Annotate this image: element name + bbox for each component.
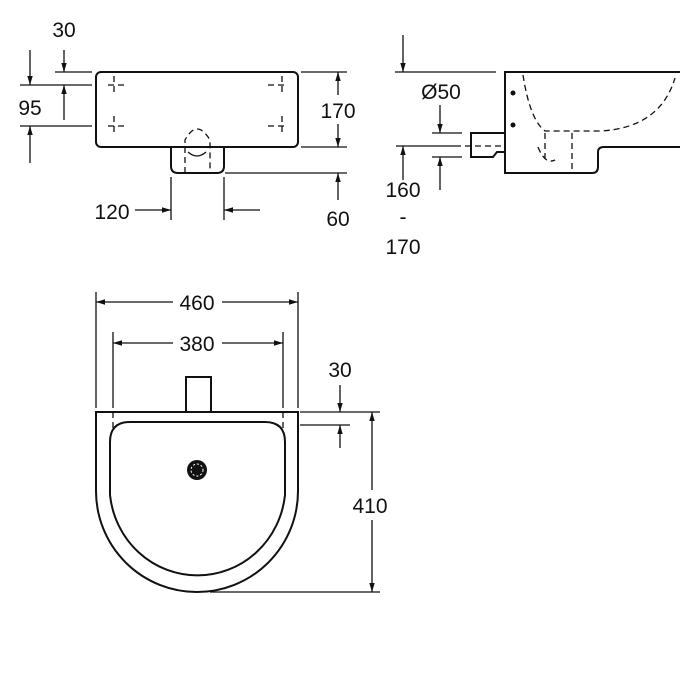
drain-icon [187,460,207,480]
front-view: 460 380 30 410 [95,292,388,593]
dim-380-label: 380 [179,333,214,356]
dim-30-front-label: 30 [328,359,351,382]
waste-pipe [470,132,505,158]
tap-fitting [185,376,212,413]
drain-housing [170,147,225,174]
height-min-label: 160 [385,179,420,202]
dim-30-label: 30 [52,19,75,42]
dim-95-label: 95 [18,97,41,120]
basin-side-outline [504,71,680,174]
dim-460-label: 460 [179,292,214,315]
drain-hidden [184,128,211,173]
bowl-inner [109,421,286,577]
dim-410-label: 410 [352,495,387,518]
bowl-hidden [522,74,676,132]
top-view: 30 95 170 60 120 [18,19,358,231]
height-max-label: 170 [385,236,420,259]
fixing-points [108,76,288,136]
height-sep-label: - [400,206,407,229]
basin-top-outline [95,71,299,148]
dim-120-label: 120 [94,201,129,224]
side-view: Ø50 160 - 170 [385,35,680,259]
dim-170-label: 170 [320,100,355,123]
dim-60-label: 60 [326,208,349,231]
basin-front-outline [95,411,299,593]
diameter-label: Ø50 [421,81,461,104]
